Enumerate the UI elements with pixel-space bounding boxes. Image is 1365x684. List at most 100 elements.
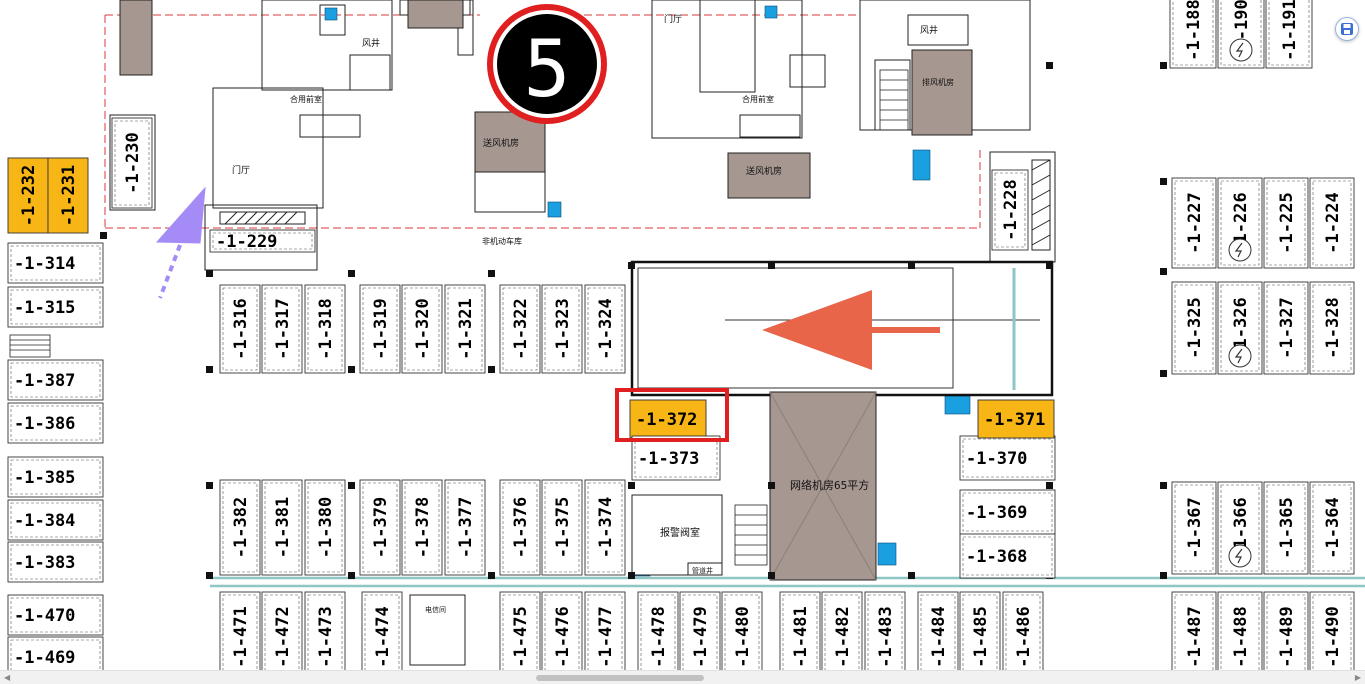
parking-spot[interactable]: -1-368 — [959, 533, 1056, 579]
parking-spot[interactable]: -1-377 — [444, 479, 486, 576]
parking-spot[interactable]: -1-379 — [359, 479, 401, 576]
parking-spot[interactable]: -1-228 — [991, 169, 1029, 251]
parking-spot[interactable]: -1-232 — [7, 157, 49, 234]
parking-spot[interactable]: -1-373 — [631, 435, 721, 481]
spot-label: -1-377 — [456, 497, 476, 558]
parking-spot[interactable]: -1-314 — [7, 242, 104, 284]
parking-spot[interactable]: -1-473 — [304, 591, 346, 683]
parking-spot[interactable]: -1-375 — [541, 479, 583, 576]
parking-spot[interactable]: -1-486 — [1002, 591, 1044, 683]
parking-spot[interactable]: -1-319 — [359, 284, 401, 374]
parking-spot[interactable]: -1-371 — [977, 399, 1055, 439]
parking-spot[interactable]: -1-315 — [7, 286, 104, 328]
spot-label: -1-320 — [413, 298, 433, 359]
parking-spot[interactable]: -1-382 — [219, 479, 261, 576]
scrollbar-thumb[interactable] — [536, 675, 704, 681]
spot-label: -1-376 — [511, 497, 531, 558]
parking-spot[interactable]: -1-191 — [1265, 0, 1313, 69]
parking-spot[interactable]: -1-479 — [679, 591, 721, 683]
spot-label: -1-482 — [833, 606, 853, 667]
parking-spot[interactable]: -1-326 — [1217, 281, 1263, 375]
parking-spot[interactable]: -1-380 — [304, 479, 346, 576]
parking-spot[interactable]: -1-387 — [7, 359, 104, 401]
save-icon[interactable] — [1335, 17, 1359, 41]
scroll-left-icon[interactable]: ◀ — [4, 673, 11, 682]
parking-spot[interactable]: -1-321 — [444, 284, 486, 374]
parking-spot[interactable]: -1-370 — [959, 435, 1056, 481]
parking-spot[interactable]: -1-485 — [959, 591, 1001, 683]
parking-spot[interactable]: -1-481 — [779, 591, 821, 683]
parking-spot[interactable]: -1-470 — [7, 594, 104, 636]
parking-spot[interactable]: -1-366 — [1217, 481, 1263, 575]
parking-spot[interactable]: -1-488 — [1217, 591, 1263, 683]
horizontal-scrollbar[interactable]: ◀ ▶ — [0, 670, 1365, 684]
parking-spot[interactable]: -1-365 — [1263, 481, 1309, 575]
parking-spot[interactable]: -1-480 — [721, 591, 763, 683]
spot-label: -1-375 — [553, 497, 573, 558]
parking-spot[interactable]: -1-476 — [541, 591, 583, 683]
spot-label: -1-481 — [791, 606, 811, 667]
parking-spot[interactable]: -1-475 — [499, 591, 541, 683]
parking-spot[interactable]: -1-224 — [1309, 177, 1355, 269]
parking-spot[interactable]: -1-477 — [584, 591, 626, 683]
parking-spot[interactable]: -1-474 — [361, 591, 403, 683]
parking-spot[interactable]: -1-227 — [1171, 177, 1217, 269]
parking-spot[interactable]: -1-231 — [47, 157, 89, 234]
spot-label: -1-191 — [1280, 0, 1300, 61]
parking-spot[interactable]: -1-381 — [261, 479, 303, 576]
parking-spot[interactable]: -1-471 — [219, 591, 261, 683]
parking-spot[interactable]: -1-364 — [1309, 481, 1355, 575]
parking-spot[interactable]: -1-367 — [1171, 481, 1217, 575]
spot-label: -1-373 — [638, 449, 699, 469]
parking-spot[interactable]: -1-487 — [1171, 591, 1217, 683]
fresh-air-room-label: 送风机房 — [746, 165, 782, 177]
parking-spot[interactable]: -1-378 — [401, 479, 443, 576]
parking-spot[interactable]: -1-369 — [959, 489, 1056, 535]
parking-spot[interactable]: -1-226 — [1217, 177, 1263, 269]
parking-spot[interactable]: -1-490 — [1309, 591, 1355, 683]
parking-spot[interactable]: -1-478 — [637, 591, 679, 683]
parking-spot[interactable]: -1-325 — [1171, 281, 1217, 375]
parking-spot[interactable]: -1-469 — [7, 636, 104, 678]
spot-label: -1-486 — [1014, 606, 1034, 667]
parking-spot[interactable]: -1-230 — [111, 117, 153, 209]
parking-spot[interactable]: -1-484 — [917, 591, 959, 683]
parking-spot[interactable]: -1-383 — [7, 541, 104, 583]
parking-spot[interactable]: -1-317 — [261, 284, 303, 374]
parking-spot[interactable]: -1-386 — [7, 402, 104, 444]
parking-spot[interactable]: -1-327 — [1263, 281, 1309, 375]
parking-spot[interactable]: -1-225 — [1263, 177, 1309, 269]
parking-spot[interactable]: -1-374 — [584, 479, 626, 576]
parking-spot[interactable]: -1-324 — [584, 284, 626, 374]
spot-label: -1-229 — [216, 232, 277, 252]
parking-spot[interactable]: -1-316 — [219, 284, 261, 374]
parking-spot[interactable]: -1-483 — [864, 591, 906, 683]
spot-label: -1-327 — [1277, 297, 1297, 358]
spot-label: -1-371 — [984, 410, 1045, 430]
parking-spot[interactable]: -1-376 — [499, 479, 541, 576]
scroll-right-icon[interactable]: ▶ — [1354, 673, 1361, 682]
parking-spot[interactable]: -1-328 — [1309, 281, 1355, 375]
parking-spot[interactable]: -1-489 — [1263, 591, 1309, 683]
parking-spot[interactable]: -1-472 — [261, 591, 303, 683]
parking-spot[interactable]: -1-229 — [209, 229, 316, 253]
spot-label: -1-374 — [596, 497, 616, 558]
spot-label: -1-225 — [1277, 192, 1297, 253]
parking-spot[interactable]: -1-318 — [304, 284, 346, 374]
parking-spot[interactable]: -1-188 — [1169, 0, 1217, 69]
parking-spot[interactable]: -1-320 — [401, 284, 443, 374]
parking-spot[interactable]: -1-323 — [541, 284, 583, 374]
parking-spot[interactable]: -1-384 — [7, 499, 104, 541]
parking-spot[interactable]: -1-372 — [629, 399, 707, 439]
parking-spot[interactable]: -1-482 — [821, 591, 863, 683]
lobby-label: 门厅 — [232, 164, 250, 176]
spot-label: -1-386 — [14, 414, 75, 434]
shaft-label: 风井 — [920, 24, 938, 36]
spot-label: -1-315 — [14, 298, 75, 318]
parking-spot[interactable]: -1-190 — [1217, 0, 1265, 69]
parking-spot[interactable]: -1-385 — [7, 456, 104, 498]
spot-label: -1-317 — [273, 298, 293, 359]
parking-spot[interactable]: -1-322 — [499, 284, 541, 374]
direction-arrow-icon — [762, 290, 940, 370]
